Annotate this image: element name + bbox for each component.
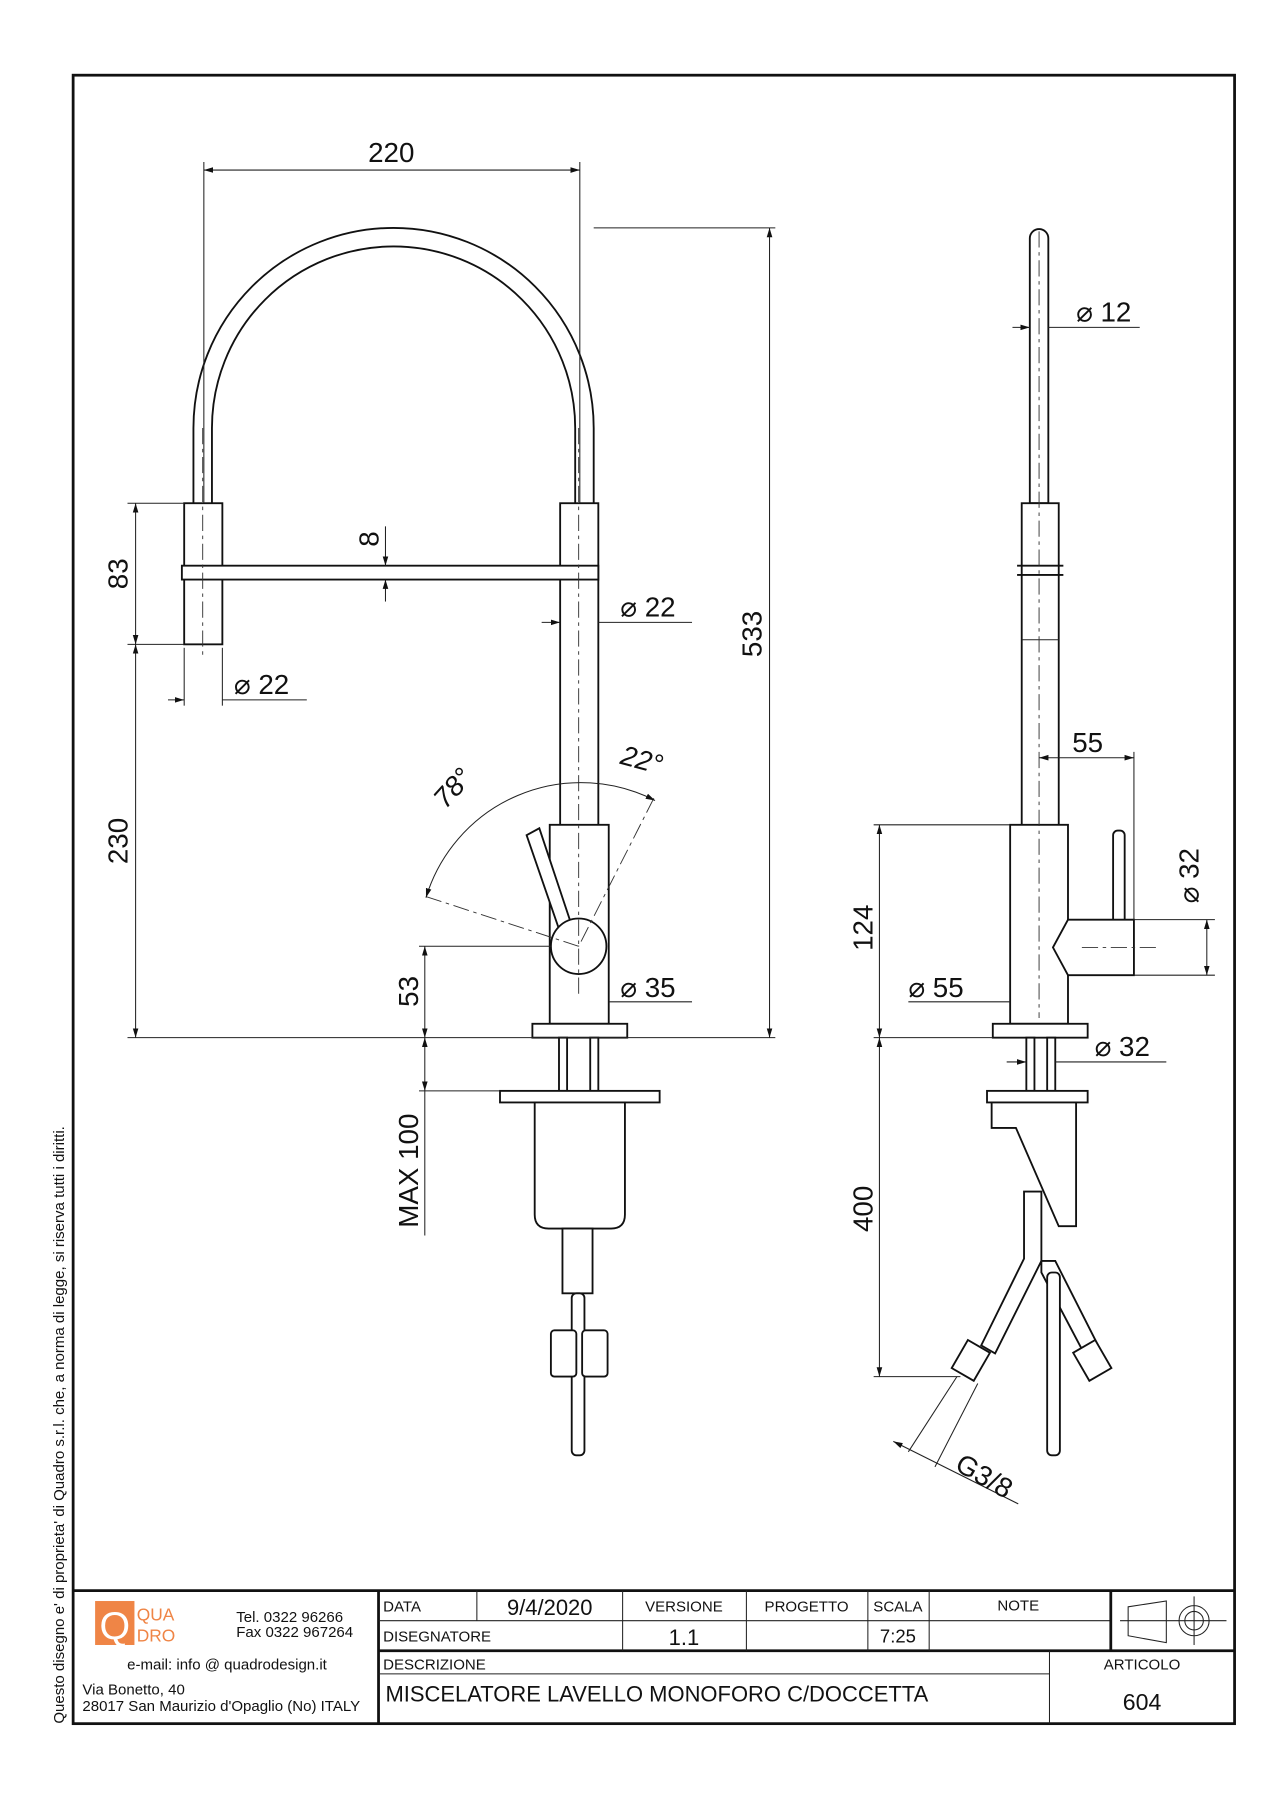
- dim-dia12: ⌀ 12: [1076, 297, 1131, 328]
- dim-83: 83: [103, 558, 134, 589]
- copyright-note: Questo disegno e' di proprieta' di Quadr…: [51, 1126, 68, 1723]
- dim-400: 400: [847, 1186, 878, 1232]
- svg-text:Q: Q: [99, 1604, 130, 1648]
- drawing-frame: [71, 73, 1236, 1726]
- dim-g38: G3/8: [950, 1448, 1018, 1505]
- hose-left: [980, 1190, 1043, 1355]
- dim-55: 55: [1072, 727, 1103, 758]
- data-label: DATA: [383, 1598, 421, 1615]
- dim-533: 533: [736, 611, 767, 657]
- dim-angle-78: 78°: [427, 762, 478, 814]
- side-base: [991, 1022, 1089, 1039]
- side-lever: [1112, 829, 1126, 927]
- company-tel: Tel. 0322 96266: [236, 1609, 343, 1626]
- data-value: 9/4/2020: [507, 1595, 593, 1620]
- side-supply-hose: [1046, 1271, 1061, 1457]
- disegnatore-label: DISEGNATORE: [383, 1629, 491, 1646]
- dim-220: 220: [368, 137, 414, 168]
- side-connector-right: [1071, 1338, 1113, 1383]
- mounting-plate: [499, 1089, 661, 1104]
- descrizione-label: DESCRIZIONE: [383, 1656, 486, 1673]
- dim-angle-22: 22°: [617, 739, 667, 780]
- company-address-2: 28017 San Maurizio d'Opaglio (No) ITALY: [82, 1698, 360, 1715]
- dim-dia22-tube: ⌀ 22: [620, 592, 675, 623]
- side-view: [950, 228, 1158, 1457]
- versione-value: 1.1: [669, 1625, 700, 1650]
- versione-label: VERSIONE: [645, 1598, 723, 1615]
- projection-symbol-icon: [1120, 1596, 1227, 1645]
- base-rosette: [531, 1022, 629, 1039]
- holder-bar: [180, 564, 600, 581]
- company-email: e-mail: info @ quadrodesign.it: [127, 1656, 328, 1673]
- side-spout: [1028, 228, 1050, 505]
- dim-dia32-knob: ⌀ 32: [1174, 848, 1205, 903]
- scala-label: SCALA: [873, 1598, 922, 1615]
- dim-dia55: ⌀ 55: [908, 972, 963, 1003]
- shank: [533, 1101, 626, 1230]
- svg-text:DRO: DRO: [137, 1626, 176, 1646]
- articolo-label: ARTICOLO: [1104, 1656, 1181, 1673]
- main-tube: [559, 502, 600, 829]
- side-plate: [986, 1089, 1089, 1104]
- side-tube: [1020, 502, 1060, 829]
- progetto-label: PROGETTO: [765, 1598, 849, 1615]
- descrizione-value: MISCELATORE LAVELLO MONOFORO C/DOCCETTA: [385, 1682, 928, 1707]
- title-block: Q QUA DRO Tel. 0322 96266 Fax 0322 96726…: [73, 1589, 1235, 1724]
- side-bracket: [990, 1101, 1078, 1228]
- connector-left: [549, 1329, 578, 1378]
- scala-value: 7:25: [880, 1626, 916, 1647]
- dim-53: 53: [393, 976, 424, 1007]
- svg-text:QUA: QUA: [137, 1605, 175, 1625]
- note-label: NOTE: [997, 1597, 1039, 1614]
- front-dimensions: 220 533 83 230 8 ⌀ 22 ⌀ 22 22° 78° 53 MA…: [103, 137, 776, 1236]
- spout-arch-inner: [211, 245, 577, 504]
- dim-dia35: ⌀ 35: [620, 972, 675, 1003]
- dim-max100: MAX 100: [393, 1114, 424, 1228]
- front-view: [180, 226, 661, 1457]
- company-logo: Q QUA DRO: [95, 1601, 175, 1648]
- dim-dia32-base: ⌀ 32: [1095, 1031, 1150, 1062]
- dim-8: 8: [354, 531, 385, 546]
- side-connector-left: [950, 1338, 992, 1383]
- dim-dia22-spray: ⌀ 22: [234, 669, 289, 700]
- spout-arch-outer: [192, 226, 595, 504]
- connector-right: [581, 1329, 609, 1378]
- company-address-1: Via Bonetto, 40: [82, 1682, 184, 1699]
- dim-230: 230: [103, 818, 134, 864]
- company-fax: Fax 0322 967264: [236, 1624, 353, 1641]
- dim-124: 124: [847, 905, 878, 951]
- articolo-value: 604: [1123, 1689, 1162, 1715]
